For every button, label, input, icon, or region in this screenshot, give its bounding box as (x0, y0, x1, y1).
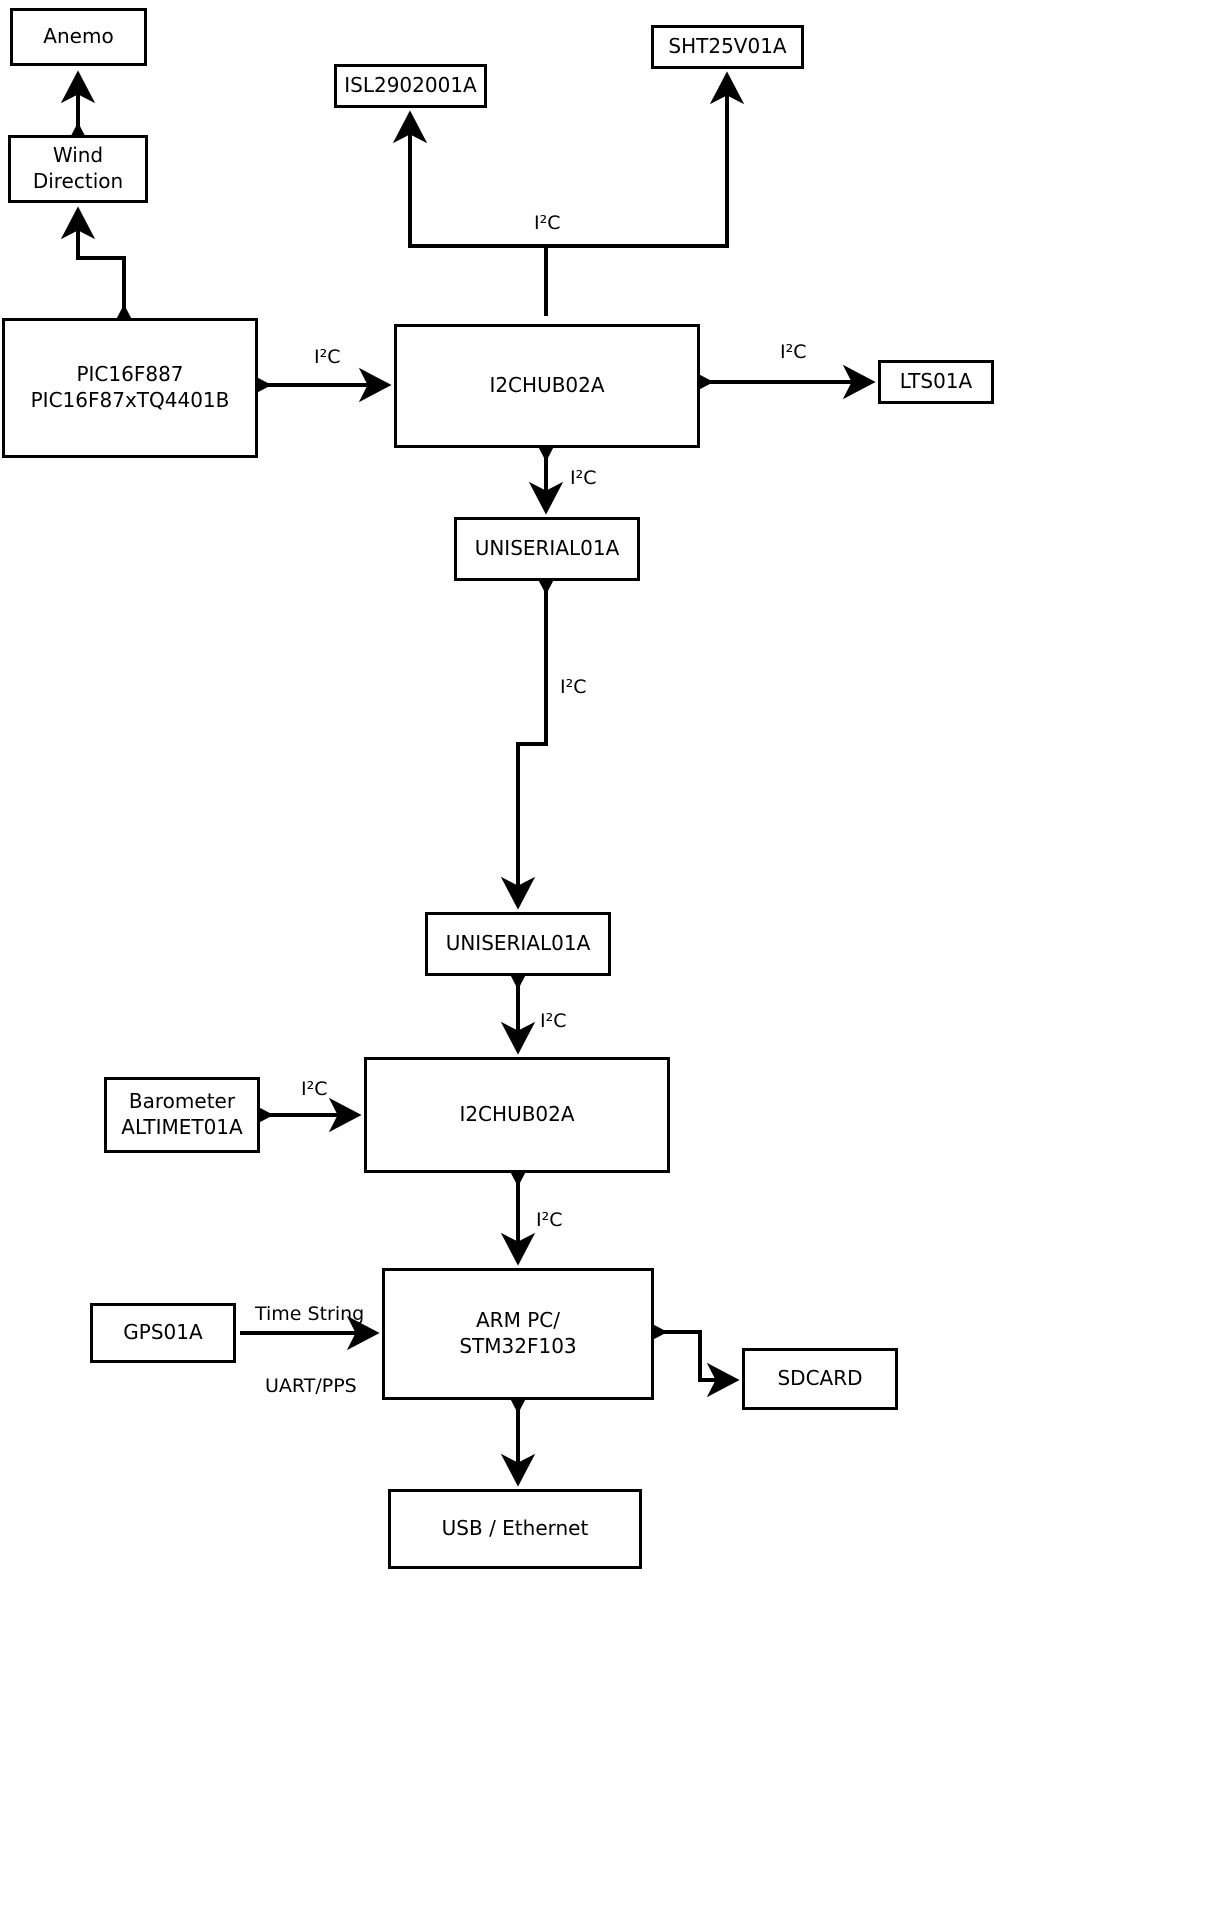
node-arm-pc-stm32f103-label: ARM PC/ STM32F103 (459, 1308, 577, 1358)
edge-label-uart-pps: UART/PPS (265, 1375, 357, 1397)
node-sht25v01a-label: SHT25V01A (668, 34, 787, 59)
node-sdcard-label: SDCARD (777, 1366, 863, 1391)
node-usb-ethernet-label: USB / Ethernet (441, 1516, 589, 1541)
node-i2chub02a-bottom[interactable]: I2CHUB02A (364, 1057, 670, 1173)
edge-label-i2c-hub-arm: I²C (536, 1209, 563, 1231)
edge-label-time-string: Time String (255, 1303, 365, 1325)
node-wind-direction[interactable]: Wind Direction (8, 135, 148, 203)
node-gps01a-label: GPS01A (123, 1320, 203, 1345)
node-isl2902001a-label: ISL2902001A (344, 73, 477, 98)
node-barometer-altimet01a[interactable]: Barometer ALTIMET01A (104, 1077, 260, 1153)
edge-label-i2c-hub-uniserial-upper: I²C (570, 467, 597, 489)
conn-hubtop-sht (544, 71, 745, 316)
node-uniserial01a-upper[interactable]: UNISERIAL01A (454, 517, 640, 581)
node-i2chub02a-bottom-label: I2CHUB02A (459, 1102, 575, 1127)
node-sht25v01a[interactable]: SHT25V01A (651, 25, 804, 69)
node-uniserial01a-lower[interactable]: UNISERIAL01A (425, 912, 611, 976)
node-i2chub02a-top-label: I2CHUB02A (489, 373, 605, 398)
edge-label-i2c-uniserial-lower-hub: I²C (540, 1010, 567, 1032)
node-uniserial01a-lower-label: UNISERIAL01A (445, 931, 591, 956)
node-wind-direction-label: Wind Direction (32, 143, 124, 193)
node-barometer-altimet01a-label: Barometer ALTIMET01A (121, 1089, 243, 1139)
edge-label-i2c-pic-hub: I²C (314, 346, 341, 368)
node-arm-pc-stm32f103[interactable]: ARM PC/ STM32F103 (382, 1268, 654, 1400)
node-i2chub02a-top[interactable]: I2CHUB02A (394, 324, 700, 448)
node-usb-ethernet[interactable]: USB / Ethernet (388, 1489, 642, 1569)
conn-hubtop-isl (392, 110, 548, 316)
node-lts01a[interactable]: LTS01A (878, 360, 994, 404)
node-isl2902001a[interactable]: ISL2902001A (334, 64, 487, 108)
node-pic-microcontroller[interactable]: PIC16F887 PIC16F87xTQ4401B (2, 318, 258, 458)
edge-label-i2c-hub-lts: I²C (780, 341, 807, 363)
conn-uni1-uni2 (500, 561, 564, 910)
node-uniserial01a-upper-label: UNISERIAL01A (474, 536, 620, 561)
conn-arm-sdcard (634, 1314, 740, 1398)
edge-label-i2c-uniserial-uniserial: I²C (560, 676, 587, 698)
node-pic-microcontroller-label: PIC16F887 PIC16F87xTQ4401B (30, 362, 230, 412)
node-sdcard[interactable]: SDCARD (742, 1348, 898, 1410)
node-gps01a[interactable]: GPS01A (90, 1303, 236, 1363)
edge-label-i2c-barometer-hub: I²C (301, 1078, 328, 1100)
edge-label-i2c-bus-top: I²C (534, 212, 561, 234)
node-anemo[interactable]: Anemo (10, 8, 147, 66)
node-anemo-label: Anemo (43, 24, 114, 49)
conn-pic-winddir (60, 206, 142, 338)
node-lts01a-label: LTS01A (899, 369, 973, 394)
